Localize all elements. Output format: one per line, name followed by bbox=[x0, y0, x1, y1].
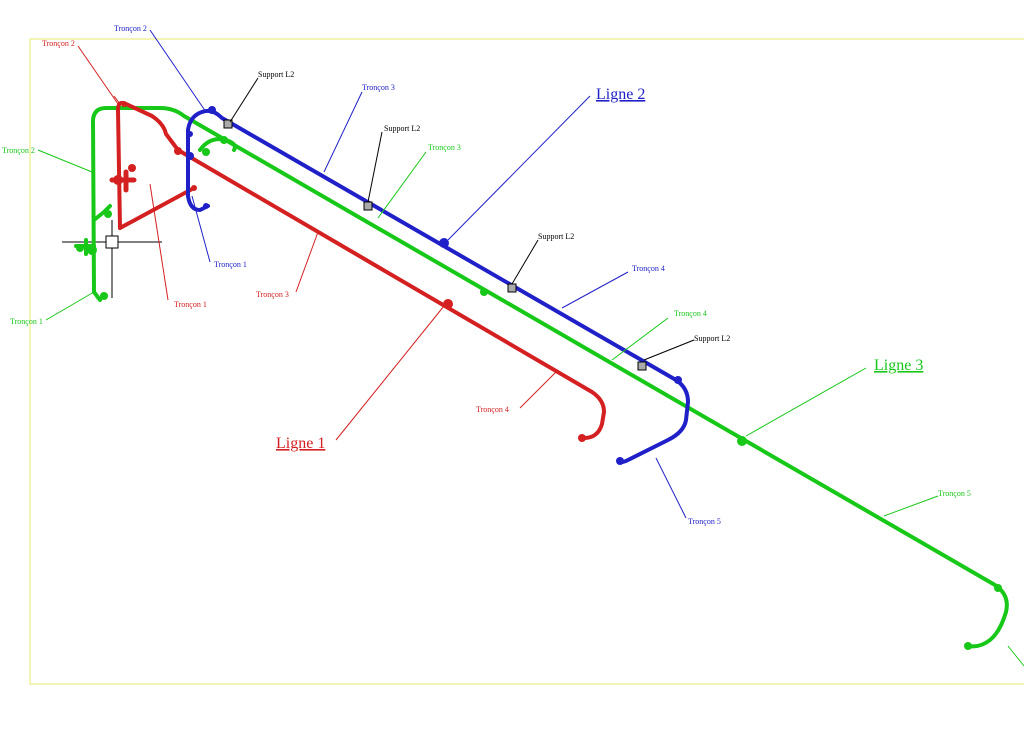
line2-pipe bbox=[186, 108, 690, 464]
support-label-4: Support L2 bbox=[694, 334, 730, 343]
line1-return bbox=[118, 186, 196, 230]
line3-label-ligne: Ligne 3 bbox=[874, 357, 923, 374]
line2-main-run bbox=[186, 108, 690, 464]
line3-label-troncon3: Tronçon 3 bbox=[428, 143, 461, 152]
line2-label-troncon4: Tronçon 4 bbox=[632, 264, 665, 273]
line1-pipe bbox=[109, 100, 606, 440]
line2-fittings bbox=[186, 106, 682, 465]
line2-label-troncon2: Tronçon 2 bbox=[114, 24, 147, 33]
line2-label-ligne: Ligne 2 bbox=[596, 86, 645, 103]
line1-label-troncon3: Tronçon 3 bbox=[256, 290, 289, 299]
line1-fittings bbox=[113, 101, 586, 442]
line1-label-troncon1: Tronçon 1 bbox=[174, 300, 207, 309]
support-leaders bbox=[229, 77, 695, 361]
line1-leaders bbox=[77, 45, 559, 441]
line3-pipe bbox=[74, 106, 1009, 649]
support-label-1: Support L2 bbox=[258, 70, 294, 79]
support-4 bbox=[637, 361, 647, 371]
line3-valve-cluster bbox=[74, 137, 237, 256]
line2-label-troncon1: Tronçon 1 bbox=[214, 260, 247, 269]
support-label-2: Support L2 bbox=[384, 124, 420, 133]
line3-label-troncon5: Tronçon 5 bbox=[938, 489, 971, 498]
drawing-frame bbox=[29, 38, 1024, 685]
line3-main-run bbox=[91, 106, 1009, 649]
supports bbox=[223, 119, 647, 371]
line3-leaders bbox=[37, 149, 1024, 667]
line3-branch bbox=[92, 204, 112, 222]
support-1 bbox=[223, 119, 233, 129]
support-2 bbox=[363, 201, 373, 211]
line2-label-troncon5: Tronçon 5 bbox=[688, 517, 721, 526]
support-label-3: Support L2 bbox=[538, 232, 574, 241]
line2-drop bbox=[186, 194, 210, 212]
line3-fittings bbox=[76, 136, 1002, 650]
crosshair-marker bbox=[62, 220, 162, 298]
line3-label-troncon4: Tronçon 4 bbox=[674, 309, 707, 318]
line1-label-troncon4: Tronçon 4 bbox=[476, 405, 509, 414]
line3-label-troncon1: Tronçon 1 bbox=[10, 317, 43, 326]
line3-label-troncon2: Tronçon 2 bbox=[2, 146, 35, 155]
line1-label-ligne: Ligne 1 bbox=[276, 435, 325, 452]
line2-leaders bbox=[149, 29, 687, 519]
support-3 bbox=[507, 283, 517, 293]
line2-label-troncon3: Tronçon 3 bbox=[362, 83, 395, 92]
line1-label-troncon2: Tronçon 2 bbox=[42, 39, 75, 48]
